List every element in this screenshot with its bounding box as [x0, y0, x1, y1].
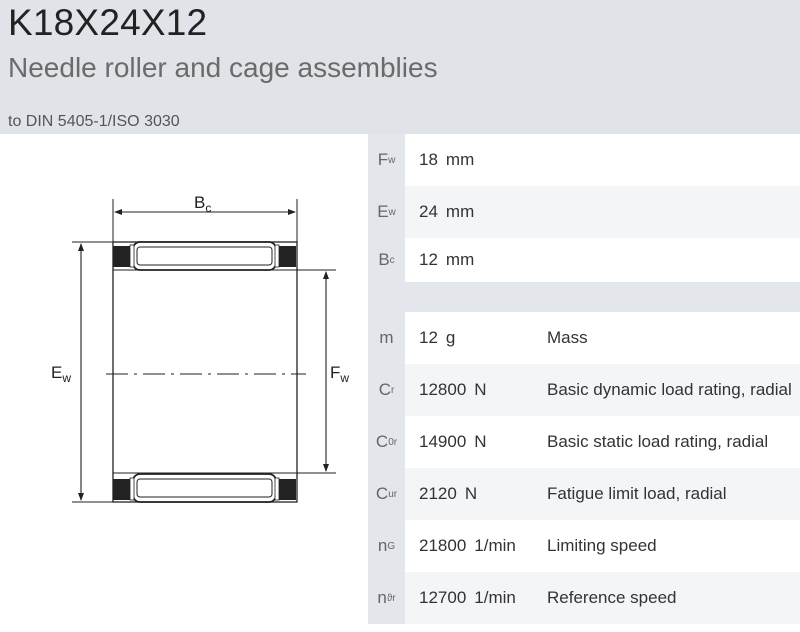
bc-dimension: Bc: [112, 193, 298, 244]
symbol: m: [368, 312, 405, 364]
description: Basic dynamic load rating, radial: [547, 380, 792, 399]
svg-text:Ew: Ew: [51, 363, 71, 385]
svg-text:Fw: Fw: [330, 363, 349, 385]
fw-dimension: Fw: [297, 269, 349, 474]
technical-drawing: Bc Ew Fw: [0, 134, 368, 627]
description: Basic static load rating, radial: [547, 432, 769, 451]
description: Reference speed: [547, 588, 677, 607]
fw-label: F: [330, 363, 340, 382]
bottom-roller: [113, 473, 296, 503]
page-subtitle: Needle roller and cage assemblies: [8, 52, 438, 83]
description: Fatigue limit load, radial: [547, 484, 727, 503]
assembly-outline: [112, 241, 298, 503]
svg-text:Bc: Bc: [194, 193, 211, 215]
table-separator: [368, 282, 800, 312]
bc-label: B: [194, 193, 205, 212]
header: K18X24X12 Needle roller and cage assembl…: [0, 0, 800, 134]
top-roller: [113, 241, 296, 271]
description: Limiting speed: [547, 536, 657, 555]
bc-label-sub: c: [205, 201, 211, 215]
description: Mass: [547, 328, 588, 347]
ew-label-sub: w: [61, 371, 71, 385]
ew-dimension: Ew: [51, 241, 113, 503]
ew-label: E: [51, 363, 62, 382]
fw-label-sub: w: [339, 371, 349, 385]
page-title: K18X24X12: [8, 2, 208, 43]
standard-note: to DIN 5405-1/ISO 3030: [8, 113, 180, 130]
bearing-drawing-svg: Bc Ew Fw: [51, 193, 349, 503]
